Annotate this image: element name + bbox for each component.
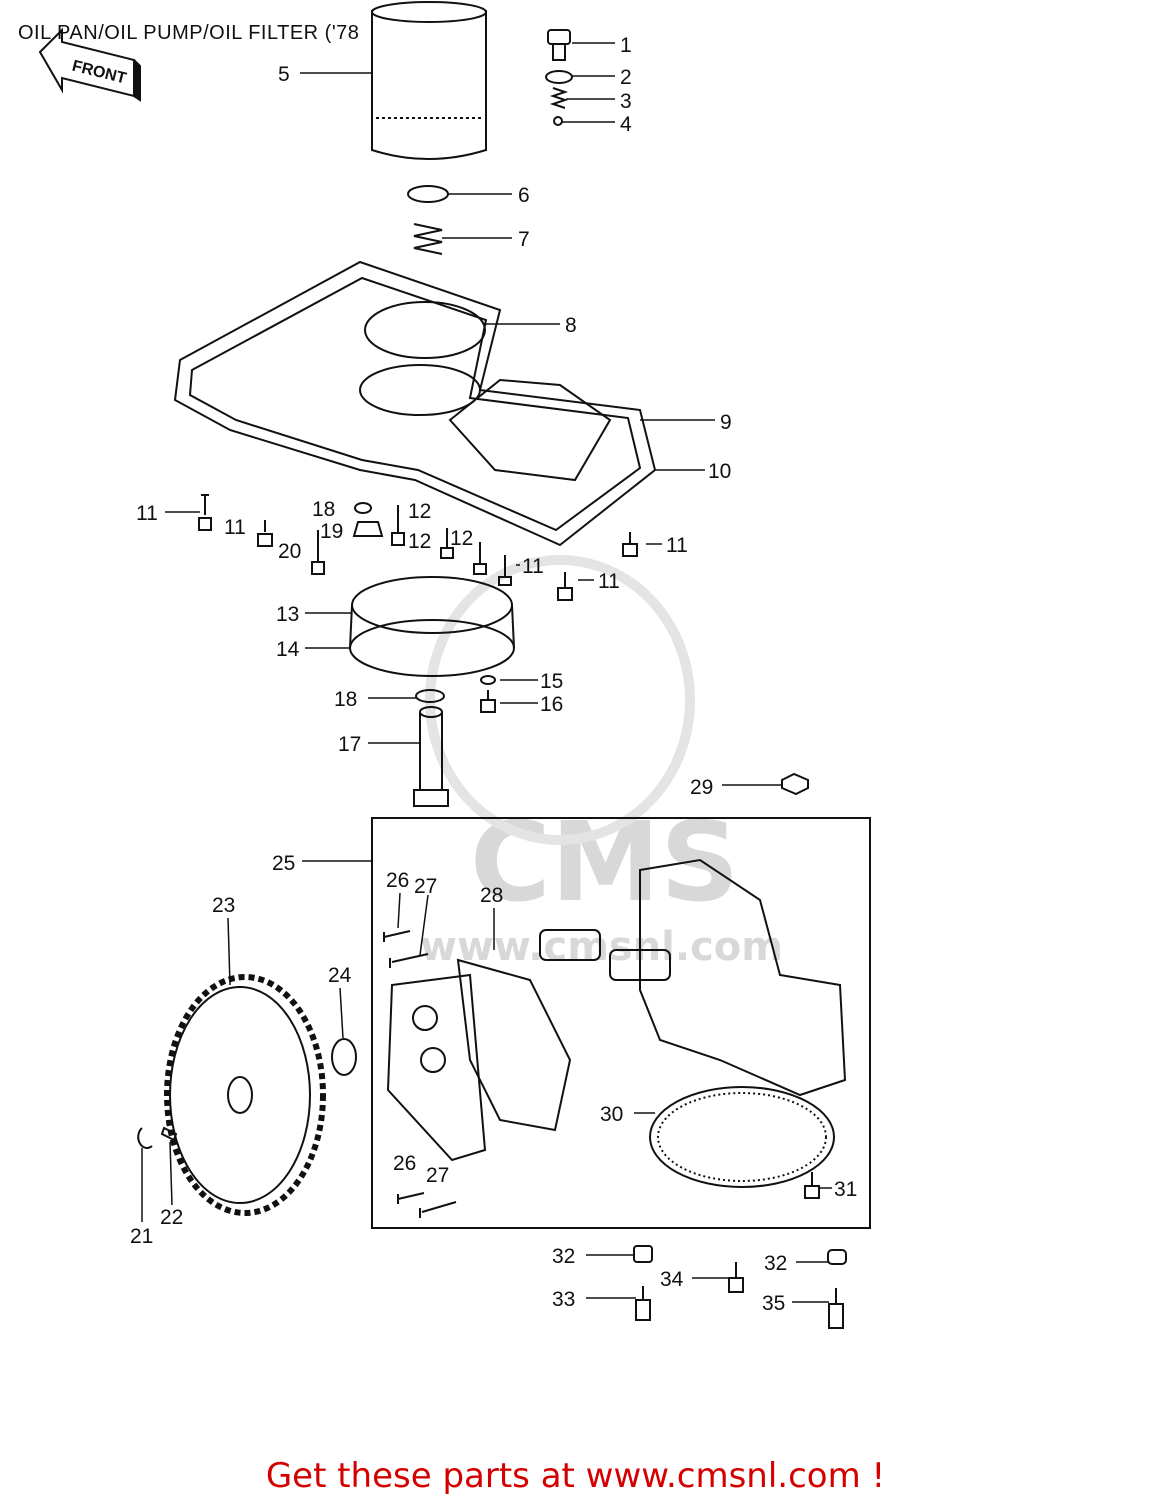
- relief-spring-icon: [413, 223, 443, 255]
- callout-28: 28: [480, 884, 503, 907]
- watermark-brand: CMS: [470, 798, 739, 926]
- diagram-title: OIL PAN/OIL PUMP/OIL FILTER ('78: [18, 22, 360, 44]
- oil-pump-assembly-box: [371, 817, 871, 1229]
- callout-8: 8: [565, 314, 577, 337]
- callout-6: 6: [518, 184, 530, 207]
- callout-4: 4: [620, 113, 632, 136]
- washer-icon: [545, 70, 573, 84]
- watermark-url: www.cmsnl.com: [420, 924, 783, 970]
- callout-20: 20: [278, 540, 301, 563]
- callout-26: 26: [393, 1152, 416, 1175]
- callout-32: 32: [764, 1252, 787, 1275]
- callout-32: 32: [552, 1245, 575, 1268]
- o-ring-icon: [407, 185, 449, 203]
- callout-13: 13: [276, 603, 299, 626]
- oil-pipe-icon: [413, 706, 449, 807]
- oil-filter-icon: [371, 1, 487, 160]
- callout-3: 3: [620, 90, 632, 113]
- footer-banner: Get these parts at www.cmsnl.com !: [0, 1456, 1151, 1496]
- callout-35: 35: [762, 1292, 785, 1315]
- pump-screw-icons: [383, 930, 820, 1218]
- callout-31: 31: [834, 1178, 857, 1201]
- callout-1: 1: [620, 34, 632, 57]
- callout-12: 12: [408, 530, 431, 553]
- dowel-pin-icon: [633, 1245, 653, 1263]
- callout-12: 12: [450, 527, 473, 550]
- callout-17: 17: [338, 733, 361, 756]
- ball-icon: [553, 116, 563, 126]
- callout-11: 11: [598, 570, 620, 593]
- callout-23: 23: [212, 894, 235, 917]
- callout-25: 25: [272, 852, 295, 875]
- callout-29: 29: [690, 776, 713, 799]
- cmsnl-link[interactable]: Get these parts at www.cmsnl.com !: [265, 1456, 886, 1496]
- callout-2: 2: [620, 66, 632, 89]
- bolt-33-icon: [635, 1286, 651, 1321]
- callout-18: 18: [334, 688, 357, 711]
- callout-11: 11: [224, 516, 246, 539]
- callout-15: 15: [540, 670, 563, 693]
- pump-gasket-icon: [456, 958, 572, 1132]
- callout-9: 9: [720, 411, 732, 434]
- oil-screen-icon: [649, 1086, 835, 1188]
- callout-26: 26: [386, 869, 409, 892]
- callout-12: 12: [408, 500, 431, 523]
- strainer-bolt-icon: [480, 690, 496, 713]
- front-arrow-icon: FRONT: [38, 27, 141, 102]
- oil-pump-gear-icon: [164, 974, 326, 1216]
- callout-27: 27: [414, 875, 437, 898]
- callout-22: 22: [160, 1206, 183, 1229]
- callout-34: 34: [660, 1268, 684, 1291]
- callout-33: 33: [552, 1288, 575, 1311]
- bolt-34-icon: [728, 1262, 744, 1293]
- bolt-35-icon: [828, 1288, 844, 1329]
- callout-16: 16: [540, 693, 563, 716]
- nut-icon: [781, 772, 809, 796]
- bolt-icons: [198, 494, 638, 601]
- circlip-icon: [137, 1127, 153, 1149]
- callout-labels: 1 2 3 4 5 6 7 8 9 10 11 11 11 11 11 12 1…: [130, 34, 857, 1315]
- callout-14: 14: [276, 638, 300, 661]
- callout-24: 24: [328, 964, 352, 987]
- bypass-bolt-icon: [547, 29, 571, 61]
- callout-11: 11: [136, 502, 158, 525]
- watermark-logo: CMS www.cmsnl.com: [420, 555, 783, 970]
- callout-21: 21: [130, 1225, 153, 1248]
- dowel-pin-icon: [827, 1249, 847, 1265]
- washer-24-icon: [331, 1038, 357, 1076]
- small-o-ring-icon: [480, 675, 496, 685]
- oil-pan-icon: [173, 260, 657, 547]
- pump-cover-icon: [386, 973, 487, 1162]
- callout-5: 5: [278, 63, 290, 86]
- callout-18: 18: [312, 498, 335, 521]
- pipe-o-ring-icon: [415, 689, 445, 703]
- callout-7: 7: [518, 228, 530, 251]
- callout-30: 30: [600, 1103, 623, 1126]
- callout-19: 19: [320, 520, 343, 543]
- pin-icon: [160, 1126, 178, 1142]
- leader-lines: [141, 42, 832, 1303]
- spring-small-icon: [549, 87, 569, 109]
- pump-body-icon: [539, 858, 847, 1097]
- callout-10: 10: [708, 460, 731, 483]
- callout-11: 11: [522, 555, 544, 578]
- callout-11: 11: [666, 534, 688, 557]
- callout-27: 27: [426, 1164, 449, 1187]
